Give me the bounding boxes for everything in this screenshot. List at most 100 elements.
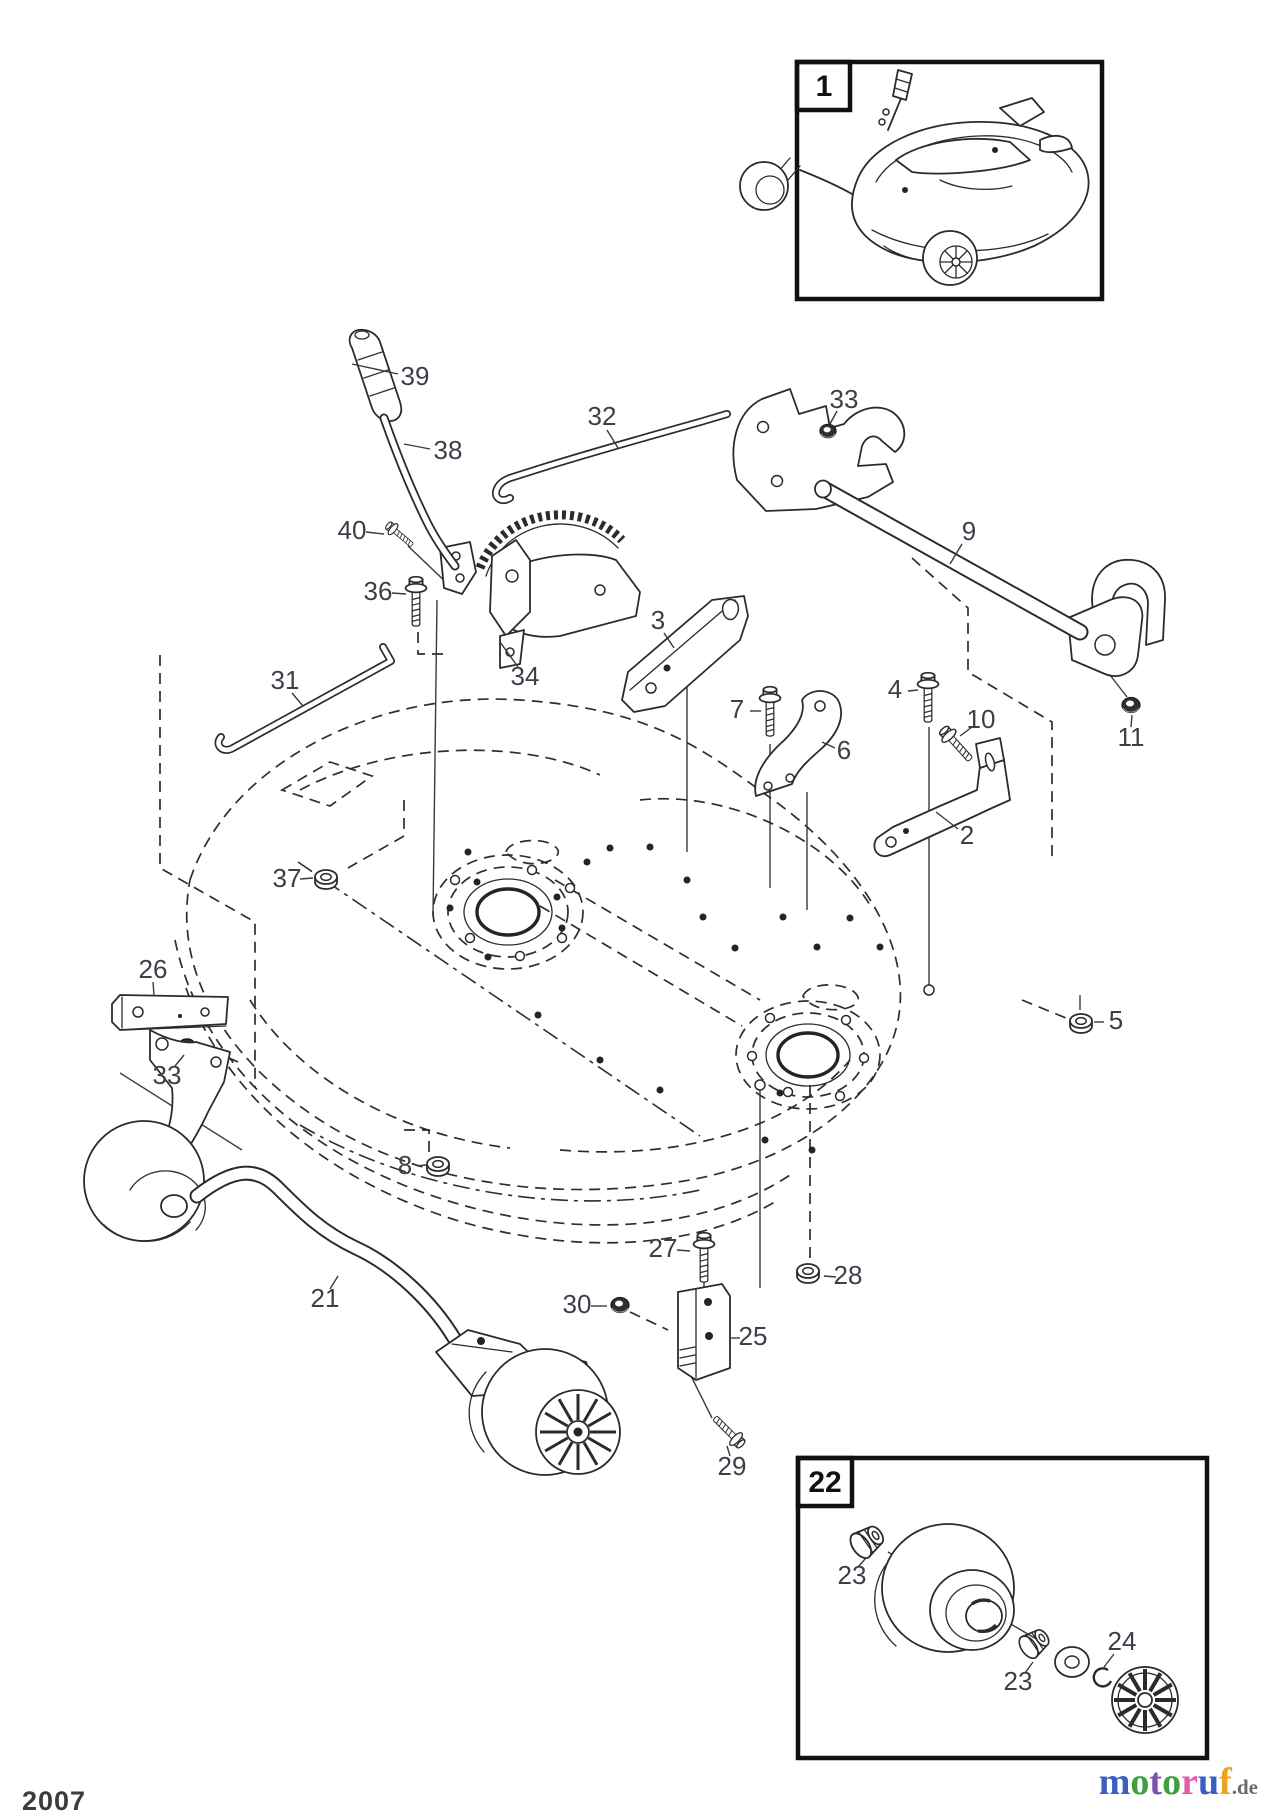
callout-25: 25 (739, 1321, 768, 1351)
callout-2: 2 (960, 820, 974, 850)
leader-line-36 (391, 592, 407, 595)
part-3-bracket (621, 595, 749, 713)
part-29-bolt (708, 1411, 749, 1452)
leader-line-38 (403, 443, 431, 450)
callout-23: 23 (838, 1560, 867, 1590)
leader-line-4 (907, 689, 919, 692)
callout-3: 3 (651, 605, 665, 635)
part-11-nut (1121, 696, 1141, 714)
inset-1-drawing (739, 69, 1090, 286)
part-30-nut (610, 1296, 630, 1314)
callout-33: 33 (153, 1060, 182, 1090)
bushing-23-a (849, 1525, 885, 1559)
inset-box-22: 22 (795, 1455, 1210, 1761)
part-32-rod (491, 410, 731, 505)
callout-36: 36 (364, 576, 393, 606)
motoruf-letter: t (1149, 1761, 1163, 1803)
part-37-nut (314, 869, 338, 890)
part-7-bolt (758, 685, 782, 737)
part-hanger-bracket (732, 388, 906, 512)
leader-line-8 (416, 1164, 427, 1167)
caster-arm-assembly (83, 1029, 231, 1242)
callout-7: 7 (730, 694, 744, 724)
right-wheel-spokes (540, 1394, 616, 1470)
page-year: 2007 (22, 1786, 87, 1816)
part-4-bolt (916, 671, 940, 723)
motoruf-letter: r (1181, 1761, 1198, 1803)
callout-28: 28 (834, 1260, 863, 1290)
mower-deck (174, 698, 935, 1244)
inset-box-1: 1 (739, 59, 1105, 302)
part-26-plate (111, 994, 229, 1031)
inset-22-label: 22 (808, 1466, 841, 1499)
motoruf-logo-text: motoruf (1099, 1761, 1232, 1803)
callout-4: 4 (888, 674, 902, 704)
motoruf-suffix: .de (1231, 1775, 1258, 1799)
leader-line-21 (329, 1275, 339, 1290)
leader-line-39 (351, 363, 399, 375)
callout-23: 23 (1004, 1666, 1033, 1696)
part-39-grip (348, 328, 403, 422)
callout-33: 33 (830, 384, 859, 414)
washer-22 (1054, 1646, 1090, 1678)
callout-27: 27 (649, 1233, 678, 1263)
leader-line-33 (829, 410, 838, 425)
leader-line-29 (726, 1445, 731, 1457)
callout-21: 21 (311, 1283, 340, 1313)
callout-34: 34 (511, 661, 540, 691)
part-9-lift-shaft (814, 479, 1166, 677)
motoruf-letter: o (1130, 1761, 1150, 1803)
deck-right-spindle (735, 1000, 881, 1110)
leader-line-26 (152, 981, 155, 996)
callout-38: 38 (434, 435, 463, 465)
leader-line-28 (823, 1275, 837, 1278)
leader-line-2 (935, 811, 959, 830)
tire-22 (874, 1523, 1015, 1653)
hubcap-22 (1111, 1666, 1179, 1734)
part-8-nut (426, 1156, 450, 1177)
part-2-bracket (873, 737, 1011, 858)
motoruf-letter: f (1219, 1761, 1232, 1803)
leader-line-34 (499, 641, 519, 668)
callout-40: 40 (338, 515, 367, 545)
callout-10: 10 (967, 704, 996, 734)
callout-29: 29 (718, 1451, 747, 1481)
leader-line-11 (1130, 714, 1133, 728)
part-31-rod (214, 643, 395, 754)
part-33-nut-top (819, 423, 837, 439)
callout-24: 24 (1108, 1626, 1137, 1656)
part-38-lever (379, 413, 477, 595)
motoruf-letter: m (1098, 1761, 1131, 1803)
right-wheel-assembly (435, 1329, 621, 1476)
callout-8: 8 (398, 1150, 412, 1180)
part-36-bolt (404, 575, 428, 627)
callout-32: 32 (588, 401, 617, 431)
leader-line-40 (365, 531, 385, 535)
part-5-nut (1069, 1013, 1093, 1034)
motoruf-letter: u (1197, 1761, 1220, 1803)
leader-line-3 (663, 632, 675, 649)
part-28-nut (796, 1263, 820, 1284)
deck-holes (446, 843, 935, 1154)
callout-37: 37 (273, 863, 302, 893)
part-34-sector-bracket (475, 510, 641, 669)
part-27-bolt (692, 1231, 716, 1283)
deck-left-spindle (432, 854, 584, 970)
callout-26: 26 (139, 954, 168, 984)
leader-line-27 (676, 1249, 691, 1252)
leader-line-24 (1103, 1653, 1115, 1668)
leader-line-33 (174, 1054, 185, 1067)
leader-line-31 (291, 692, 304, 707)
leader-line-37 (299, 877, 314, 880)
part-6-bracket (754, 690, 842, 797)
inset-1-label: 1 (816, 70, 833, 103)
leader-line-32 (606, 429, 619, 449)
leader-line-9 (949, 543, 963, 565)
ring-24 (1092, 1667, 1113, 1688)
callout-31: 31 (271, 665, 300, 695)
leader-line-10 (959, 726, 973, 737)
callout-layer: 3938403634313233937641021153726338212730… (139, 361, 1145, 1696)
part-25-bracket (677, 1283, 731, 1381)
